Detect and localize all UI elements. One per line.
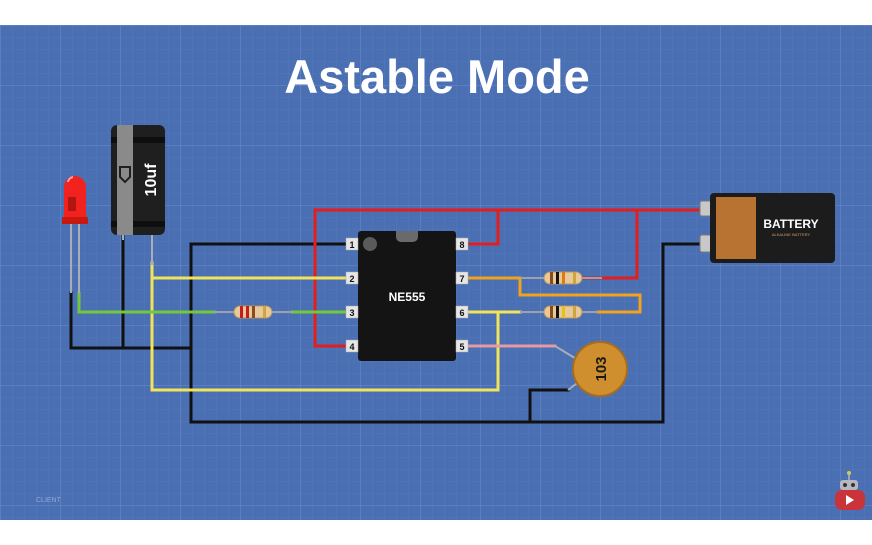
ceramic-label: 103 (593, 356, 610, 381)
ne555-chip: NE555 1 2 3 4 8 7 6 5 (345, 231, 469, 361)
capacitor-label: 10uf (143, 163, 160, 197)
ceramic-capacitor-icon: 103 (554, 341, 628, 397)
battery-9v-icon: BATTERY ALKALINE BATTERY (699, 193, 835, 263)
circuit-board: Astable Mode (0, 25, 872, 520)
wire-black-ceramic (528, 388, 570, 424)
wire-green-out (77, 291, 216, 314)
svg-text:7: 7 (459, 274, 464, 284)
svg-text:3: 3 (349, 308, 354, 318)
wire-yellow-pin2 (150, 276, 500, 392)
svg-text:1: 1 (349, 240, 354, 250)
pin1-dot (363, 237, 377, 251)
resistor-r1 (520, 271, 602, 285)
resistor-r3 (214, 305, 292, 319)
pin-4: 4 (345, 339, 359, 353)
svg-text:2: 2 (349, 274, 354, 284)
wire-red-pin8 (465, 208, 500, 246)
led-icon (62, 176, 88, 293)
battery-label: BATTERY (763, 217, 818, 231)
pin-6: 6 (455, 305, 469, 319)
svg-text:6: 6 (459, 308, 464, 318)
chip-label: NE555 (389, 290, 426, 304)
wire-red-vcc-top (313, 208, 707, 348)
chip-notch (396, 231, 418, 242)
watermark-text: CLIENT (36, 497, 62, 504)
robot-mascot-icon (835, 471, 865, 510)
pin-5: 5 (455, 339, 469, 353)
pin-7: 7 (455, 271, 469, 285)
wire-orange-loop (518, 276, 642, 314)
wires (69, 208, 707, 424)
pin-2: 2 (345, 271, 359, 285)
svg-text:5: 5 (459, 342, 464, 352)
pin-3: 3 (345, 305, 359, 319)
diagram-title: Astable Mode (284, 50, 590, 103)
pin-1: 1 (345, 237, 359, 251)
svg-text:4: 4 (349, 342, 354, 352)
battery-sublabel: ALKALINE BATTERY (772, 232, 811, 237)
electrolytic-capacitor-icon: 10uf (111, 125, 165, 265)
svg-text:8: 8 (459, 240, 464, 250)
resistor-r2 (520, 305, 598, 319)
wire-black-ground (189, 242, 707, 424)
pin-8: 8 (455, 237, 469, 251)
